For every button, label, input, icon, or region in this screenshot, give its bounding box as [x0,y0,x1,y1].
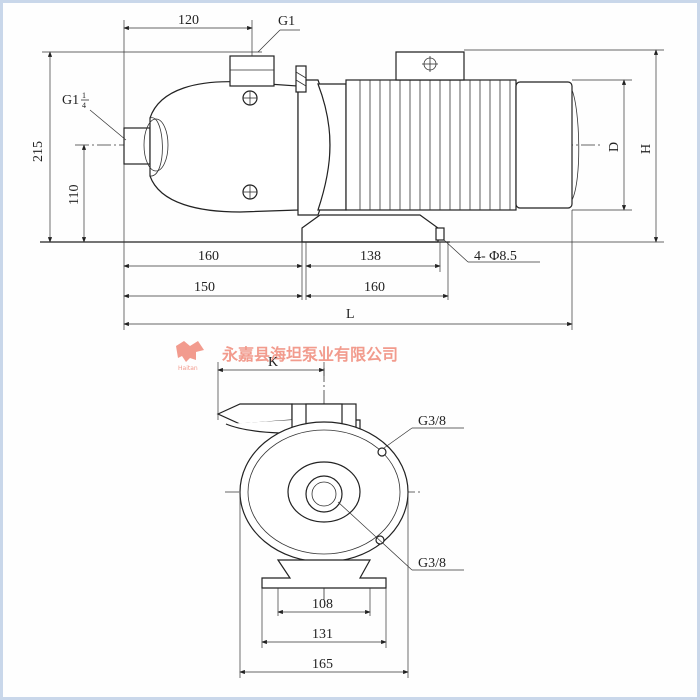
dim-H-label: H [639,144,654,154]
dim-150-label: 150 [194,280,215,295]
dim-110-label: 110 [67,185,82,205]
front-inlet-port [305,475,343,513]
dim-160-a-label: 160 [198,249,219,264]
dim-120-label: 120 [178,13,199,28]
mount-foot [435,227,445,241]
inlet-label-frac-num: 1 [82,91,86,100]
motor-fan-cover [515,81,573,209]
front-pump-rim [247,429,401,555]
dim-D-label: D [607,142,622,152]
side-view: 120 G1 G1 1 4 215 110 D H 160 [31,13,664,330]
dim-215-label: 215 [31,141,46,162]
pump-barrel [149,81,299,213]
front-view: K G3/8 G3/8 108 131 165 [216,355,464,678]
dim-131-label: 131 [312,627,333,642]
dim-138-label: 138 [360,249,381,264]
outlet-label-g1: G1 [278,14,295,29]
inlet-nozzle [123,127,151,165]
dim-165-label: 165 [312,657,333,672]
priming-screw [295,65,307,93]
dim-L-label: L [346,307,355,322]
front-base [261,559,387,589]
motor-cooling-fins [359,80,511,210]
motor-body [345,79,517,211]
inlet-rim [143,118,169,172]
company-logo: Haitan [176,341,204,372]
dim-K-label: K [268,355,278,370]
vent-port-upper [377,447,387,457]
mount-holes-label: 4- Φ8.5 [474,249,517,264]
outlet-nozzle [229,55,275,87]
pump-base [301,214,439,243]
port-label-upper: G3/8 [418,414,446,429]
inlet-label-frac-den: 4 [82,101,86,110]
watermark: Haitan 永嘉县海坦泵业有限公司 [176,341,398,372]
barrel-front-curve [149,117,163,177]
port-label-lower: G3/8 [418,556,446,571]
company-name: 永嘉县海坦泵业有限公司 [221,345,398,364]
inlet-label-g1: G1 [62,93,79,108]
logo-text: Haitan [178,365,198,372]
dim-160-b-label: 160 [364,280,385,295]
coupling-housing [317,83,347,211]
dim-108-label: 108 [312,597,333,612]
